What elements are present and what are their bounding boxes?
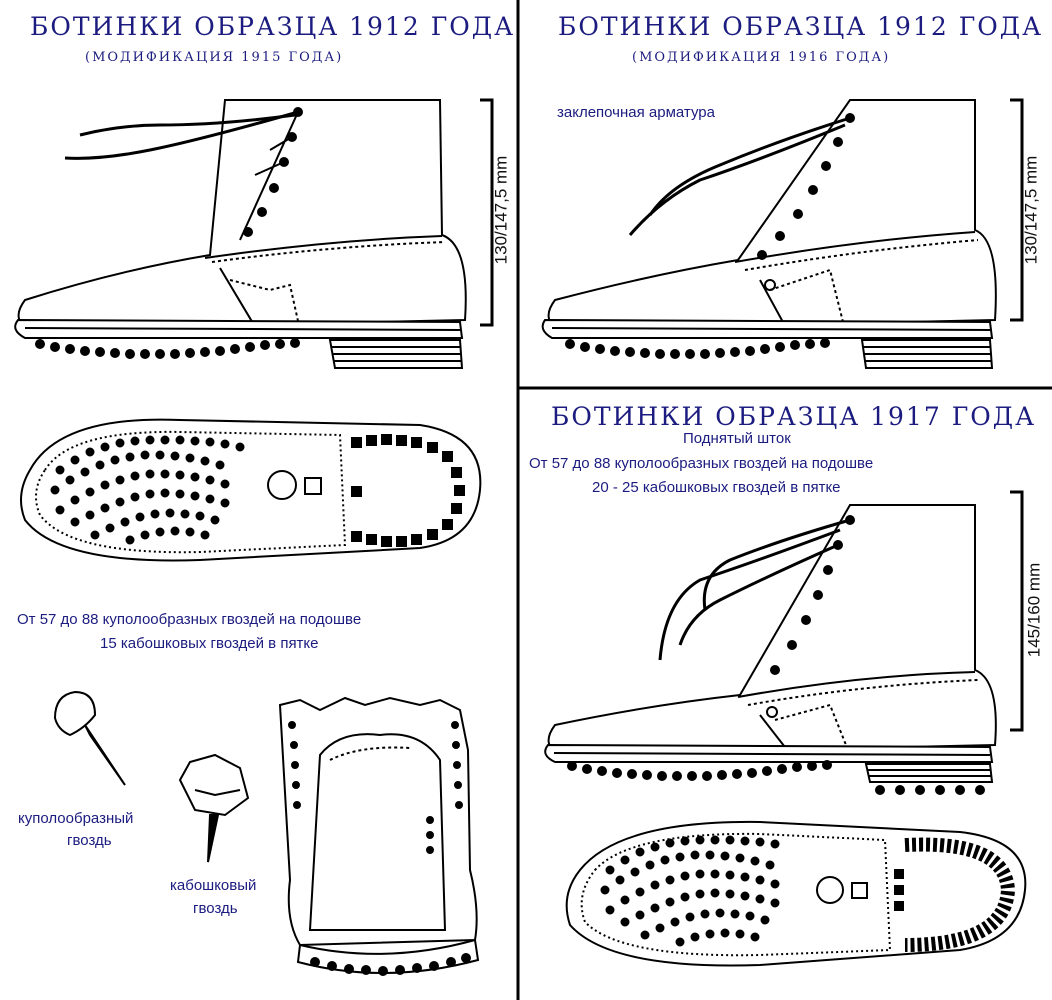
cabochon-nail-label-1: кабошковый: [170, 877, 257, 894]
cabochon-nail-drawing: [178, 753, 250, 863]
title-1915: БОТИНКИ ОБРАЗЦА 1912 ГОДА: [30, 12, 515, 41]
boot-inside-drawing: [278, 696, 480, 976]
boot-1915-drawing: [14, 99, 467, 369]
title-1916: БОТИНКИ ОБРАЗЦА 1912 ГОДА: [558, 12, 1043, 41]
height-label-1916: 130/147,5 mm: [1021, 155, 1041, 265]
subtitle-1915: (МОДИФИКАЦИЯ 1915 ГОДА): [85, 50, 344, 65]
dome-nail-drawing: [53, 690, 126, 786]
sole-1915-drawing: [20, 418, 482, 562]
note-dome-nails-sole: От 57 до 88 куполообразных гвоздей на по…: [17, 611, 362, 628]
note-cabochon-nails-1917: 20 - 25 кабошковых гвоздей в пятке: [592, 479, 841, 496]
subtitle-1916: (МОДИФИКАЦИЯ 1916 ГОДА): [632, 50, 891, 65]
note-raised-shank: Поднятый шток: [683, 430, 791, 447]
dome-nail-label-1: куполообразный: [18, 810, 134, 827]
note-dome-nails-1917: От 57 до 88 куполообразных гвоздей на по…: [529, 455, 874, 472]
note-cabochon-nails-heel: 15 кабошковых гвоздей в пятке: [100, 635, 319, 652]
sole-1917-drawing: [565, 820, 1027, 967]
rivet-label: заклепочная арматура: [557, 104, 715, 121]
boot-1917-drawing: [544, 504, 997, 795]
cabochon-nail-label-2: гвоздь: [193, 900, 238, 917]
boot-1916-drawing: [541, 99, 997, 369]
dome-nail-label-2: гвоздь: [67, 832, 112, 849]
height-label-1915: 130/147,5 mm: [491, 155, 511, 265]
title-1917: БОТИНКИ ОБРАЗЦА 1917 ГОДА: [551, 402, 1036, 431]
height-label-1917: 145/160 mm: [1024, 562, 1044, 658]
